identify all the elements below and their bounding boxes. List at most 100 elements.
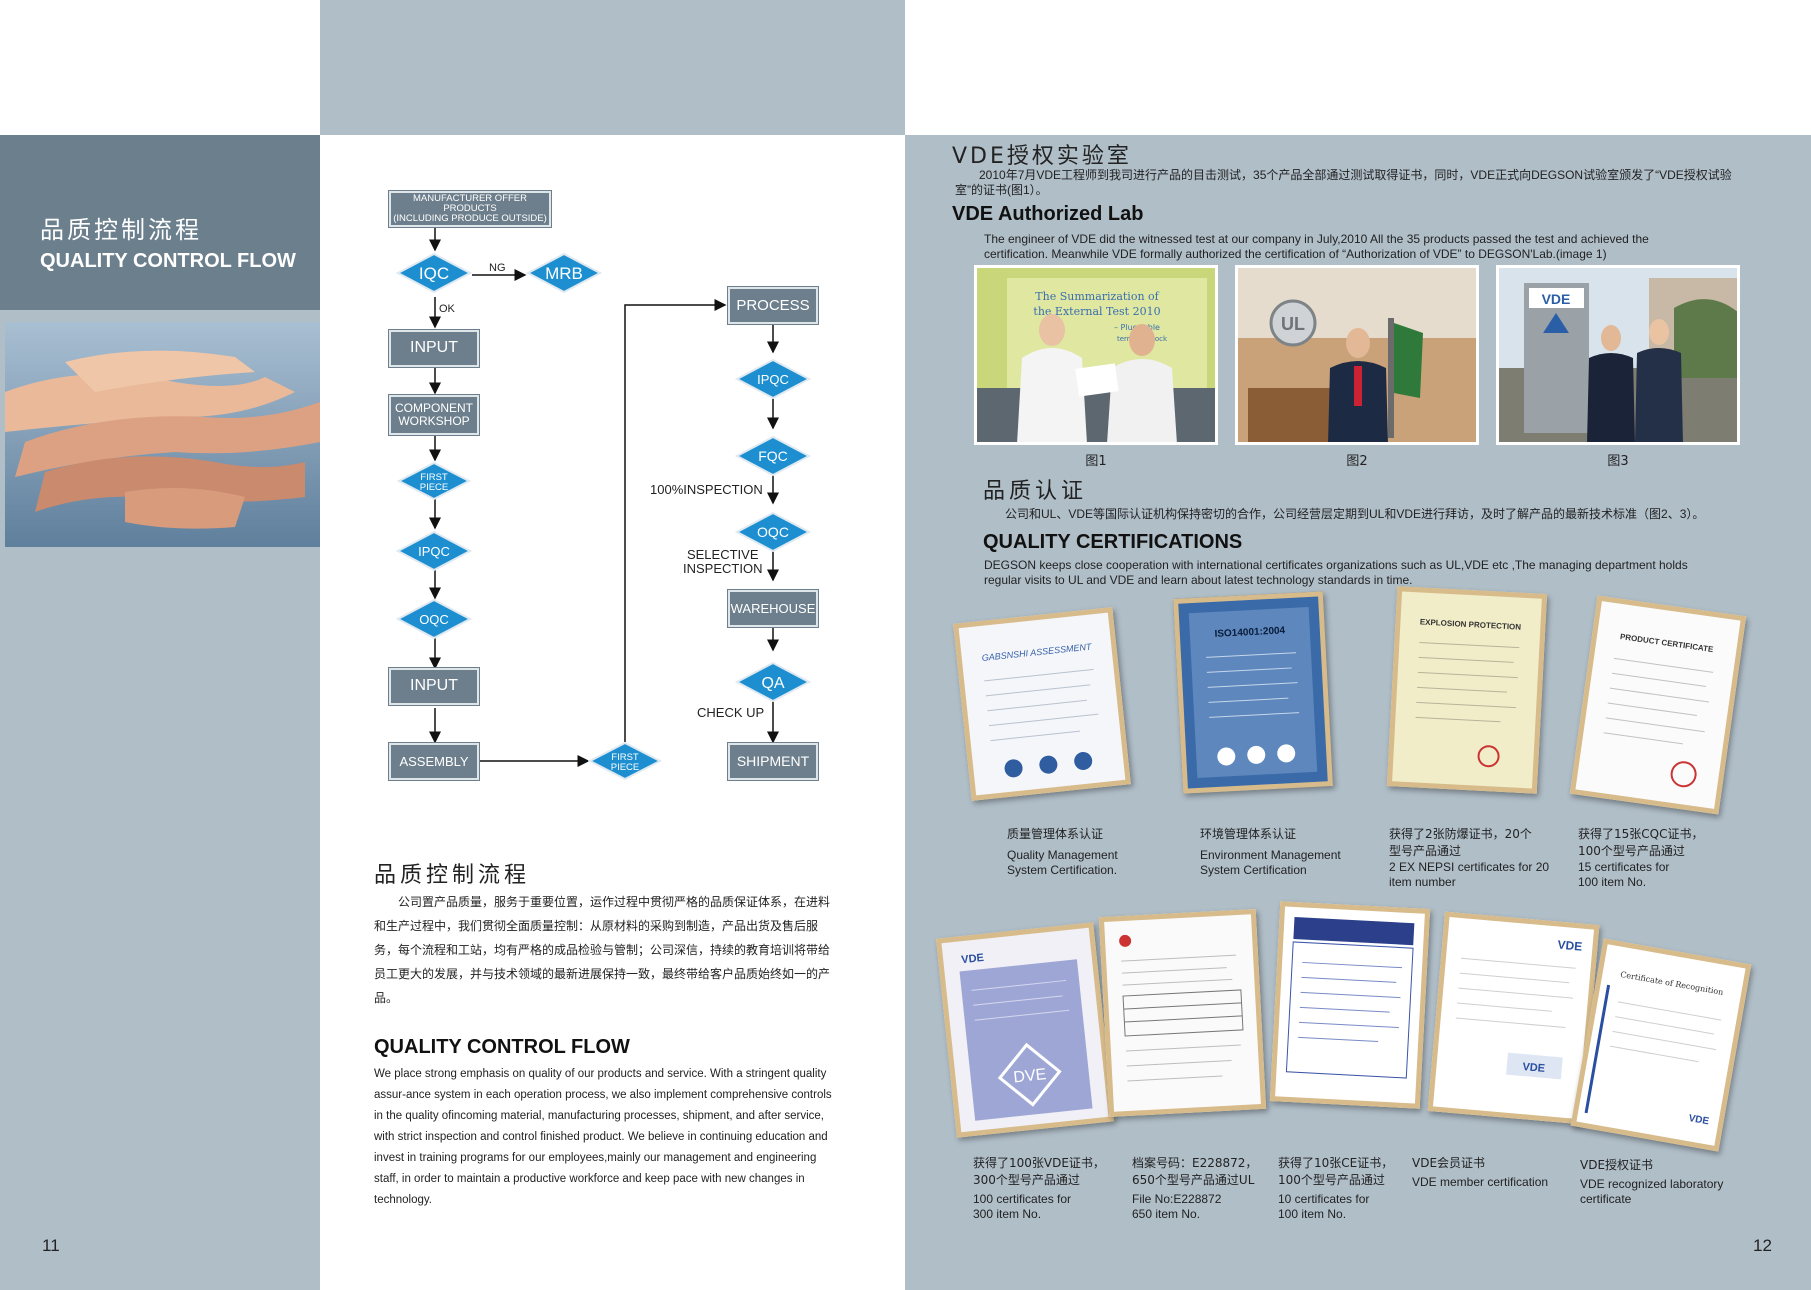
- flow-firstpiece2-l1: FIRST: [611, 752, 639, 763]
- title-band: [0, 135, 320, 310]
- cert8-caption-cn: VDE会员证书: [1412, 1156, 1486, 1170]
- cert4-caption-cn2: 100个型号产品通过: [1578, 844, 1685, 858]
- flow-iqc-diamond: IQC: [396, 252, 472, 294]
- cert6-caption: 档案号码：E228872， 650个型号产品通过UL File No:E2288…: [1132, 1155, 1257, 1222]
- flow-ipqc2-diamond: IPQC: [735, 358, 811, 400]
- flow-mrb-text: MRB: [545, 264, 583, 283]
- flow-selective-l2: INSPECTION: [683, 560, 763, 576]
- title-cn: 品质控制流程: [40, 216, 202, 244]
- middle-paragraph-cn: 公司置产品质量，服务于重要位置，运作过程中贯彻严格的品质保证体系，在进料和生产过…: [374, 895, 831, 1005]
- cert3-caption: 获得了2张防爆证书，20个 型号产品通过 2 EX NEPSI certific…: [1389, 826, 1549, 890]
- cert5-caption-en2: 300 item No.: [973, 1207, 1042, 1221]
- cert3-caption-en1: 2 EX NEPSI certificates for 20: [1389, 860, 1550, 874]
- fig2-caption: 图2: [1346, 454, 1368, 469]
- cert1-caption-cn: 质量管理体系认证: [1007, 827, 1104, 841]
- cert4-caption-en2: 100 item No.: [1578, 875, 1647, 889]
- qc-paragraph-cn: 公司和UL、VDE等国际认证机构保持密切的合作，公司经营层定期到UL和VDE进行…: [1005, 507, 1705, 521]
- flow-component-line2: WORKSHOP: [398, 414, 470, 428]
- cert2-caption-en2: System Certification: [1200, 863, 1307, 877]
- cert-quality-mgmt: GABSNSHI ASSESSMENT: [953, 607, 1131, 801]
- cert-iso-header: ISO14001:2004: [1214, 625, 1286, 640]
- cert4-caption-cn1: 获得了15张CQC证书，: [1578, 827, 1704, 841]
- qc-paragraph-en: DEGSON keeps close cooperation with inte…: [984, 558, 1688, 587]
- cert-gb-header: GABSNSHI ASSESSMENT: [981, 641, 1093, 663]
- page-number-right: 12: [1753, 1236, 1772, 1255]
- page-number-left: 11: [42, 1236, 60, 1255]
- cert-ce: [1269, 901, 1431, 1109]
- cert5-caption-cn1: 获得了100张VDE证书，: [973, 1156, 1105, 1170]
- cert8-caption: VDE会员证书 VDE member certification: [1412, 1155, 1548, 1190]
- flow-qa-diamond: QA: [735, 661, 811, 703]
- cert1-caption: 质量管理体系认证 Quality Management System Certi…: [1007, 826, 1118, 878]
- flow-input2-box: INPUT: [389, 668, 479, 705]
- flow-selective-l1: SELECTIVE: [686, 547, 759, 562]
- cert6-caption-cn2: 650个型号产品通过UL: [1132, 1173, 1255, 1187]
- cert-vde100-mark: DVE: [1013, 1066, 1048, 1086]
- flow-inspection100-label: 100%INSPECTION: [650, 482, 763, 497]
- flow-ok-label: OK: [439, 303, 455, 315]
- cert-vde100-brand: VDE: [961, 952, 985, 966]
- vde-paragraph-cn: 2010年7月VDE工程师到我司进行产品的目击测试，35个产品全部通过测试取得证…: [955, 168, 1732, 197]
- cert8-caption-en: VDE member certification: [1412, 1175, 1549, 1189]
- flow-qa-text: QA: [761, 675, 784, 692]
- photo-vde-visit: VDE: [1496, 265, 1740, 445]
- vde-paragraph-en: The engineer of VDE did the witnessed te…: [984, 232, 1649, 261]
- vde-heading-cn: VDE授权实验室: [952, 144, 1132, 169]
- flow-assembly-box: ASSEMBLY: [389, 743, 479, 780]
- fig1-caption: 图1: [1085, 454, 1107, 469]
- cert3-caption-cn2: 型号产品通过: [1389, 844, 1462, 858]
- right-top-white: [905, 0, 1811, 135]
- cert9-caption-en2: certificate: [1580, 1192, 1632, 1206]
- cert1-caption-en2: System Certification.: [1007, 863, 1118, 877]
- flow-start-line2: (INCLUDING PRODUCE OUTSIDE): [393, 212, 547, 224]
- cert5-caption-cn2: 300个型号产品通过: [973, 1173, 1080, 1187]
- cert2-caption: 环境管理体系认证 Environment Management System C…: [1200, 826, 1341, 878]
- flow-start-box: MANUFACTURER OFFER PRODUCTS(INCLUDING PR…: [389, 191, 551, 227]
- cert-ex-header: EXPLOSION PROTECTION: [1420, 617, 1522, 631]
- flow-mrb-diamond: MRB: [526, 252, 602, 294]
- photo-ul-visit: UL: [1235, 265, 1479, 445]
- cert-explosion-protection: EXPLOSION PROTECTION: [1386, 586, 1548, 794]
- cert-member-brand-bottom: VDE: [1522, 1061, 1546, 1075]
- qc-heading-en: QUALITY CERTIFICATIONS: [983, 531, 1243, 553]
- cert7-caption-en1: 10 certificates for: [1278, 1192, 1370, 1206]
- flow-oqc2-text: OQC: [757, 524, 789, 540]
- left-top-white: [0, 0, 320, 135]
- cert-vde-100: VDE DVE: [935, 922, 1115, 1138]
- cert7-caption: 获得了10张CE证书， 100个型号产品通过 10 certificates f…: [1278, 1155, 1393, 1222]
- cert5-caption-en1: 100 certificates for: [973, 1192, 1072, 1206]
- flow-firstpiece1-l1: FIRST: [420, 472, 448, 483]
- cert-environment-mgmt: ISO14001:2004: [1173, 591, 1333, 794]
- flow-checkup-label: CHECK UP: [697, 705, 765, 720]
- cert-ul-file: [1098, 909, 1267, 1117]
- flow-warehouse-box: WAREHOUSE: [728, 590, 818, 627]
- fig3-caption: 图3: [1607, 454, 1629, 469]
- flow-connectors: [429, 227, 779, 767]
- cert4-caption: 获得了15张CQC证书， 100个型号产品通过 15 certificates …: [1578, 826, 1703, 890]
- flow-component-line1: COMPONENT: [395, 401, 473, 416]
- cert3-caption-en2: item number: [1389, 875, 1456, 889]
- cert-recognition-brand: VDE: [1688, 1113, 1710, 1127]
- cert-recognition-header: Certificate of Recognition: [1620, 970, 1724, 997]
- cert7-caption-cn2: 100个型号产品通过: [1278, 1173, 1385, 1187]
- middle-top-band: [320, 0, 905, 135]
- cert5-caption: 获得了100张VDE证书， 300个型号产品通过 100 certificate…: [973, 1155, 1105, 1222]
- cert6-caption-en1: File No:E228872: [1132, 1192, 1222, 1206]
- cert6-caption-en2: 650 item No.: [1132, 1207, 1201, 1221]
- cert1-caption-en1: Quality Management: [1007, 848, 1118, 862]
- cert7-caption-cn1: 获得了10张CE证书，: [1278, 1156, 1394, 1170]
- qc-heading-cn: 品质认证: [983, 479, 1088, 504]
- flow-process-box: PROCESS: [728, 287, 818, 324]
- cert4-caption-en1: 15 certificates for: [1578, 860, 1670, 874]
- flow-ipqc2-text: IPQC: [757, 372, 789, 387]
- flow-ipqc1-diamond: IPQC: [396, 530, 472, 572]
- photo-vde-lab-meeting: The Summarization of the External Test 2…: [974, 265, 1218, 445]
- cert9-caption: VDE授权证书 VDE recognized laboratory certif…: [1580, 1157, 1723, 1207]
- flow-fqc-text: FQC: [758, 448, 788, 464]
